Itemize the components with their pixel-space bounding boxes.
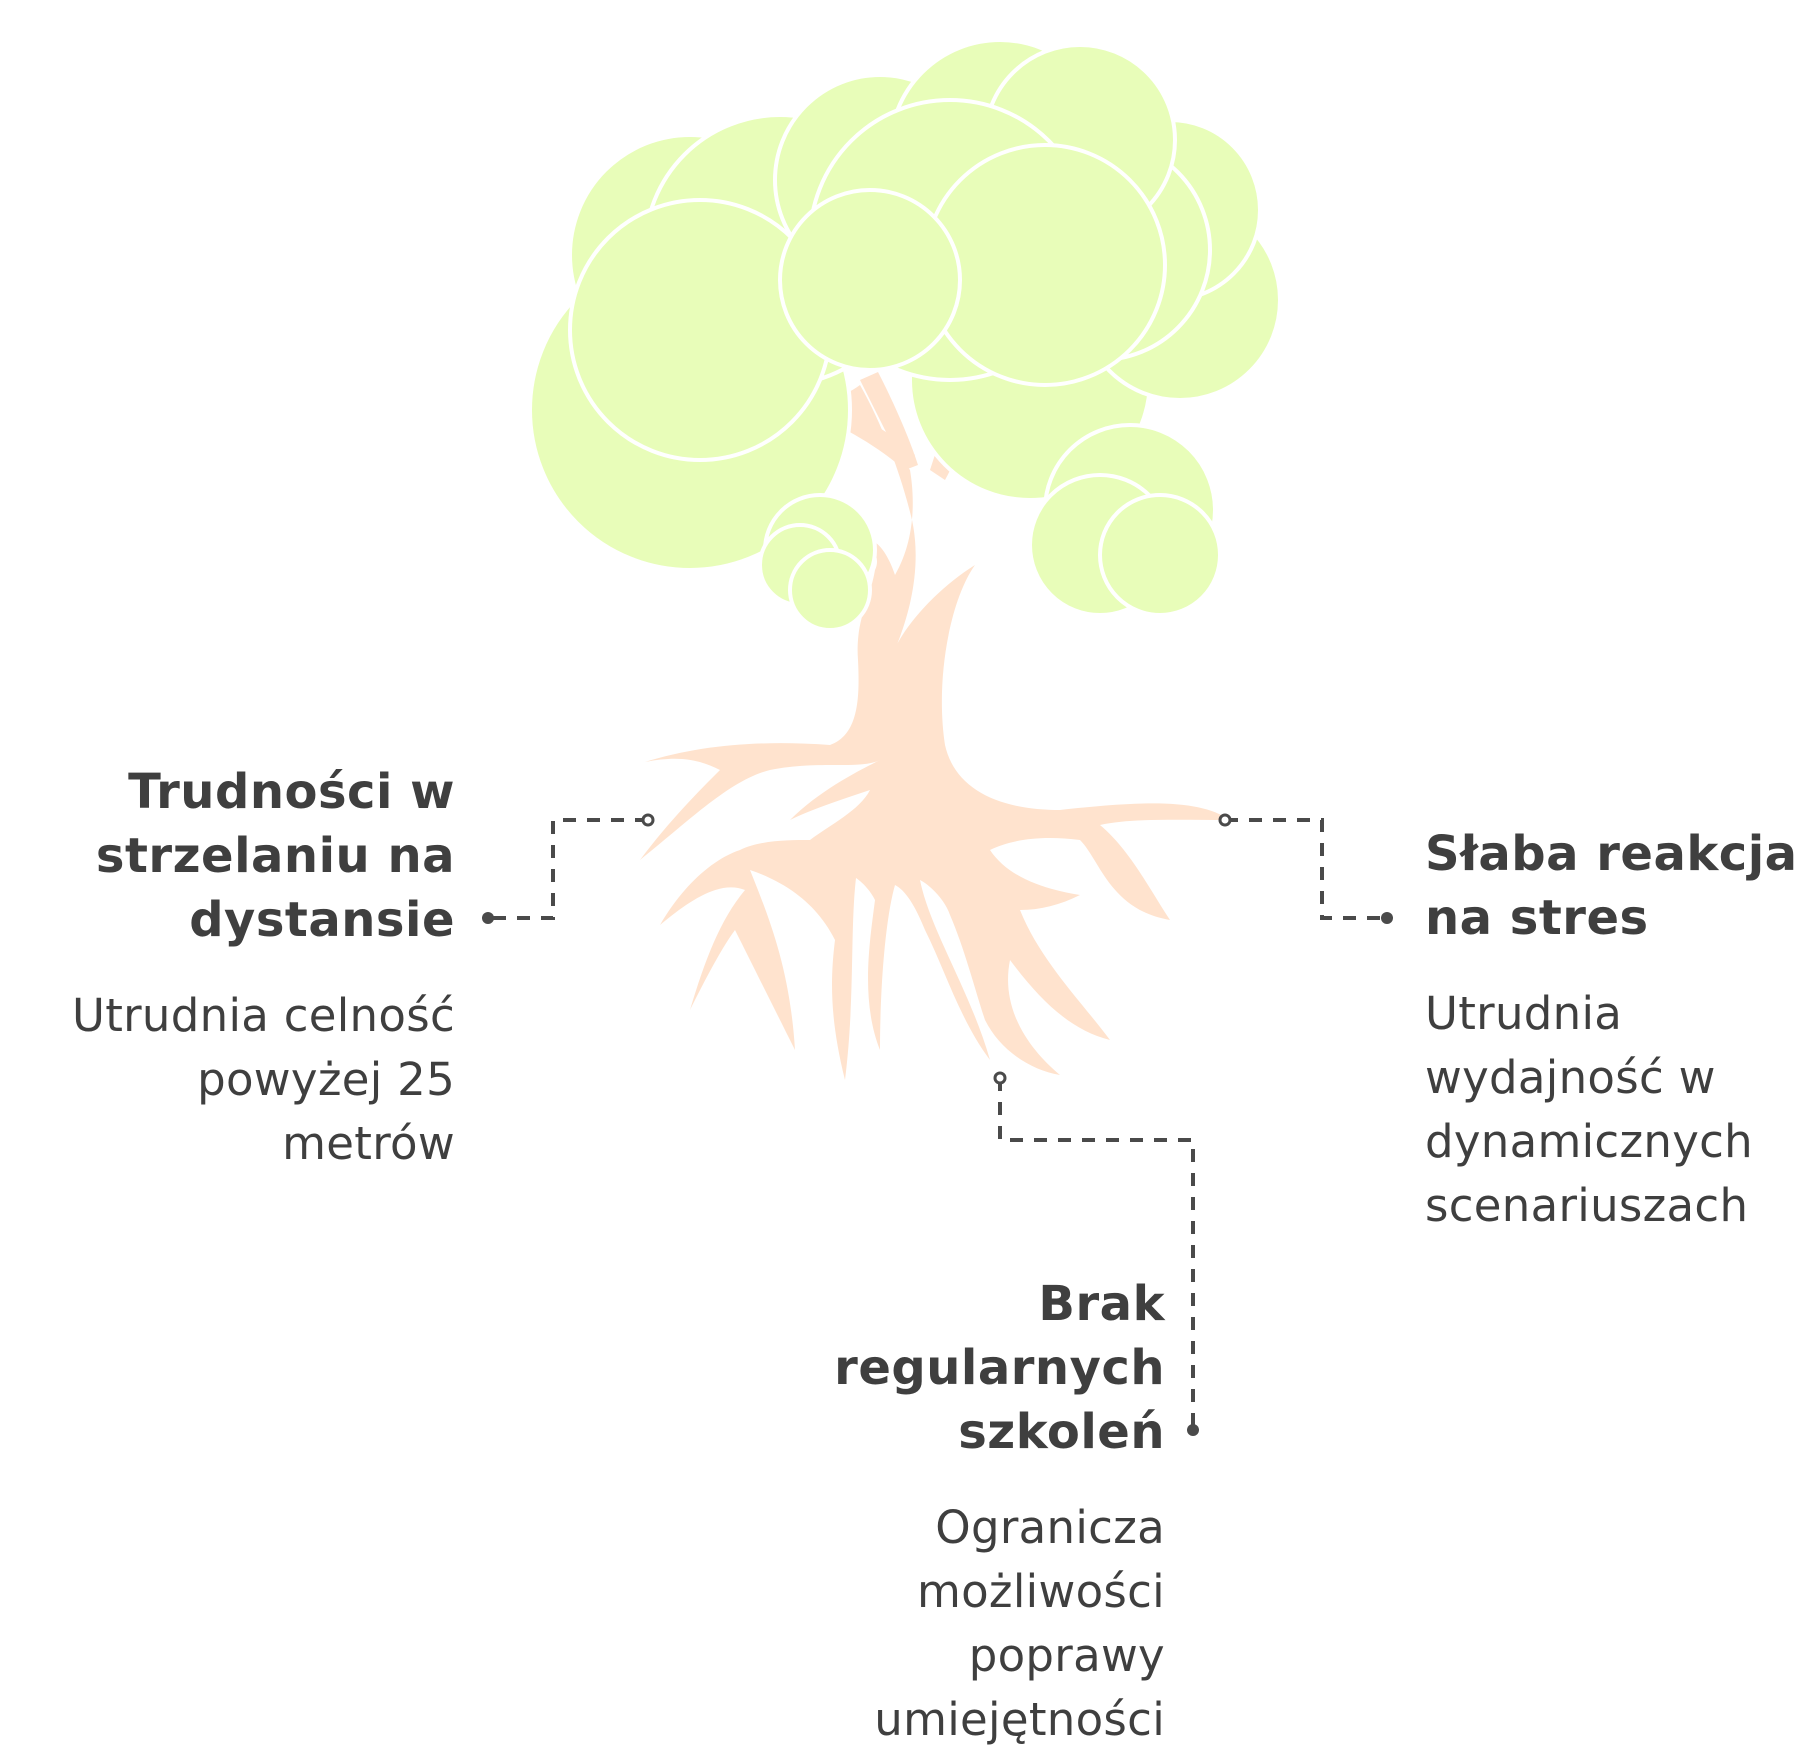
connector-end-dot [1187, 1424, 1199, 1436]
connector-start-dot [641, 813, 655, 827]
item-bottom: Brak regularnych szkoleń Ogranicza możli… [790, 1272, 1165, 1746]
item-title: Brak regularnych szkoleń [834, 1276, 1165, 1460]
item-title: Słaba reakcja na stres [1425, 826, 1798, 946]
item-description: Ogranicza możliwości poprawy umiejętnośc… [874, 1501, 1165, 1746]
canopy-blob [923, 143, 1167, 387]
canopy [528, 38, 1282, 632]
item-title: Trudności w strzelaniu na dystansie [95, 764, 455, 948]
connector-left [490, 818, 648, 920]
connector-end-dot [1381, 912, 1393, 924]
branch-center [860, 372, 918, 470]
connector-start-dot [1218, 813, 1232, 827]
item-description: Utrudnia wydajność w dynamicznych scenar… [1425, 987, 1754, 1232]
connector-start-dot [993, 1071, 1007, 1085]
connector-dots [482, 813, 1393, 1436]
trunk [640, 385, 1230, 1080]
connector-right [1225, 818, 1385, 920]
item-description: Utrudnia celność powyżej 25 metrów [71, 989, 455, 1170]
canopy-blob [788, 548, 872, 632]
canopy-blob [1098, 493, 1222, 617]
connector-end-dot [482, 912, 494, 924]
canopy-blob [778, 188, 962, 372]
item-left: Trudności w strzelaniu na dystansie Utru… [10, 760, 455, 1176]
connector-bottom [998, 1078, 1195, 1430]
item-right: Słaba reakcja na stres Utrudnia wydajnoś… [1425, 822, 1810, 1238]
connectors [490, 818, 1385, 1430]
